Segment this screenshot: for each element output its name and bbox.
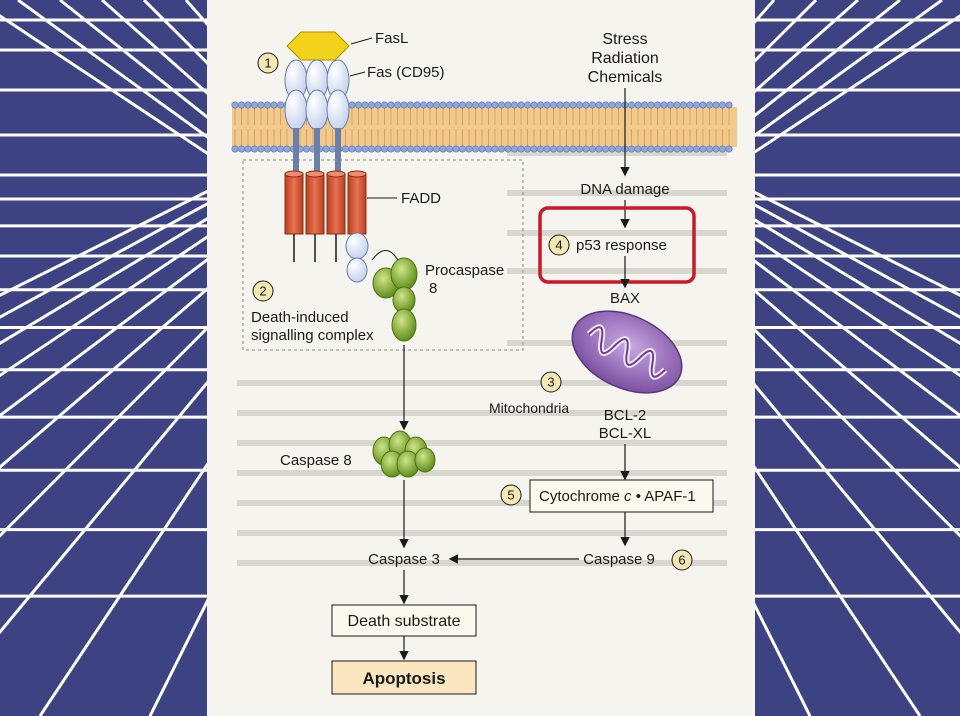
step-6-number: 6: [678, 553, 685, 568]
apoptosis-box: [331, 660, 477, 695]
death-substrate-box: [331, 604, 477, 637]
step-1-number: 1: [264, 56, 271, 71]
step-3-number: 3: [547, 375, 554, 390]
step-4-badge: [548, 234, 570, 256]
label-caspase3: Caspase 3: [368, 551, 440, 568]
label-disc-line2: signalling complex: [251, 327, 374, 344]
mitochondria-shape: [571, 310, 683, 394]
label-bcl2: BCL-2: [604, 407, 647, 424]
cytochrome-box: [529, 479, 714, 513]
p53-highlight-box: [538, 206, 696, 284]
label-mitochondria: Mitochondria: [489, 400, 569, 416]
background-book-text: [237, 150, 727, 566]
label-cytochrome-apaf1: Cytochrome c • APAF-1: [539, 488, 696, 505]
label-radiation: Radiation: [591, 50, 659, 67]
label-apoptosis: Apoptosis: [362, 669, 445, 688]
label-disc-line1: Death-induced: [251, 309, 349, 326]
phospholipid-heads-bottom: [231, 145, 733, 153]
label-caspase9: Caspase 9: [583, 551, 655, 568]
fasl-trimer-shape: [286, 31, 350, 61]
fadd-cylinders: [284, 170, 369, 283]
label-fadd: FADD: [401, 190, 441, 207]
label-fasl: FasL: [375, 30, 408, 47]
apoptosis-pathway-diagram: FasL 1 Fas (CD95) FADD: [231, 30, 737, 695]
label-procaspase-line2: 8: [429, 280, 437, 297]
label-chemicals: Chemicals: [588, 69, 663, 86]
step-5-number: 5: [507, 488, 514, 503]
lipid-tails: [234, 108, 730, 146]
step-4-number: 4: [555, 238, 562, 253]
label-p53-response: p53 response: [576, 237, 667, 254]
step-3-badge: [540, 371, 562, 393]
label-bclxl: BCL-XL: [599, 425, 652, 442]
label-stress: Stress: [602, 31, 647, 48]
step-6-badge: [671, 549, 693, 571]
step-2-number: 2: [259, 284, 266, 299]
label-death-substrate: Death substrate: [348, 613, 461, 630]
label-fas-cd95: Fas (CD95): [367, 64, 445, 81]
caspase-8-shape: [372, 430, 436, 478]
label-dna-damage: DNA damage: [580, 181, 669, 198]
label-bax: BAX: [610, 290, 640, 307]
label-procaspase-line1: Procaspase: [425, 262, 504, 279]
fas-receptor: [284, 59, 350, 174]
label-caspase8: Caspase 8: [280, 452, 352, 469]
step-2-badge: [252, 280, 274, 302]
step-1-badge: [257, 52, 279, 74]
disc-dashed-box: [242, 159, 524, 351]
step-5-badge: [500, 484, 522, 506]
procaspase-8-shape: [371, 250, 418, 342]
